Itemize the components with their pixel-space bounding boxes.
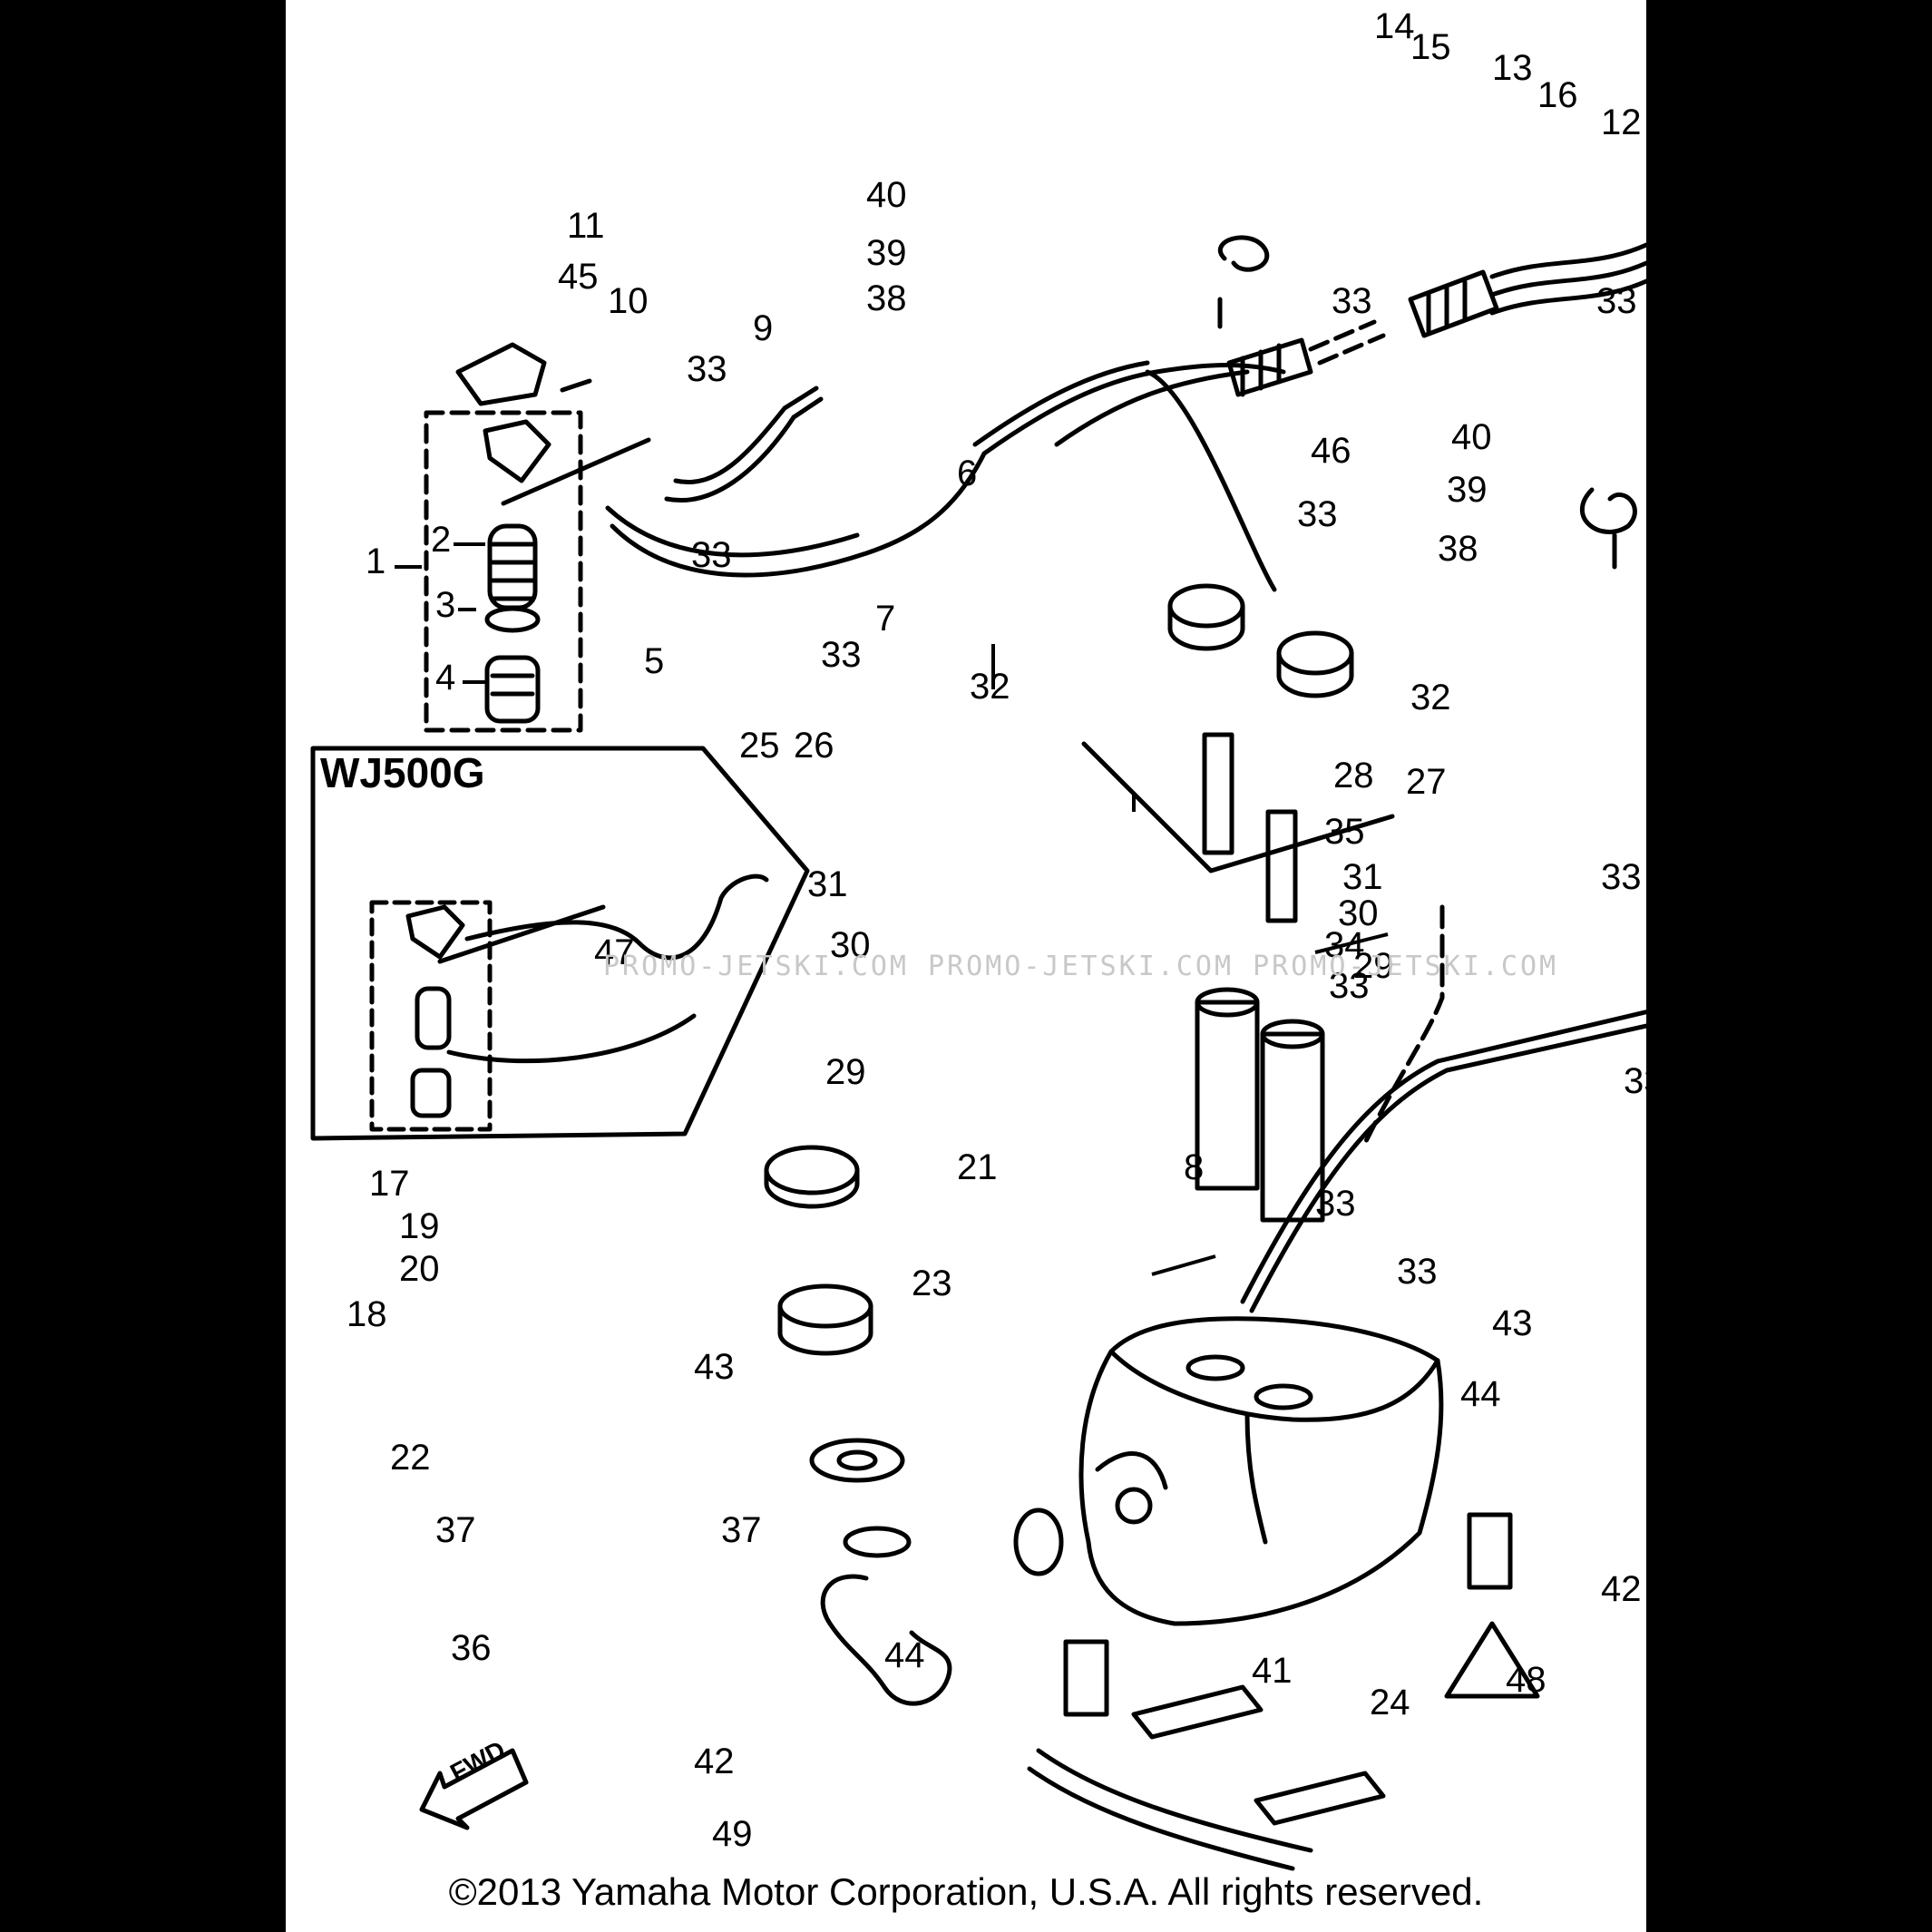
copyright-notice: ©2013 Yamaha Motor Corporation, U.S.A. A… <box>448 1870 1484 1913</box>
callout-25: 25 <box>739 726 780 766</box>
callout-34: 34 <box>1324 925 1365 965</box>
callout-43: 43 <box>1492 1303 1533 1343</box>
callout-26: 26 <box>794 726 834 766</box>
callout-31: 31 <box>1342 857 1383 897</box>
callout-33: 33 <box>1297 494 1338 534</box>
callout-44: 44 <box>1460 1374 1501 1414</box>
callout-29: 29 <box>1353 946 1394 986</box>
callout-39: 39 <box>866 233 907 273</box>
callout-15: 15 <box>1410 27 1451 67</box>
callout-40: 40 <box>866 175 907 215</box>
callout-32: 32 <box>970 667 1010 707</box>
callout-9: 9 <box>753 308 773 348</box>
callout-37: 37 <box>721 1510 762 1550</box>
callout-33: 33 <box>687 349 727 389</box>
callout-33: 33 <box>1596 281 1637 321</box>
callout-37: 37 <box>435 1510 476 1550</box>
callout-35: 35 <box>1324 812 1365 852</box>
callout-46: 46 <box>1311 431 1351 471</box>
callout-14: 14 <box>1374 6 1415 46</box>
callout-36: 36 <box>451 1628 492 1668</box>
callout-39: 39 <box>1447 470 1488 510</box>
callout-33: 33 <box>1624 1061 1646 1101</box>
callout-33: 33 <box>1332 281 1372 321</box>
callout-2: 2 <box>431 520 451 560</box>
fuel-filter-box <box>424 410 583 733</box>
callout-40: 40 <box>1451 417 1492 457</box>
callout-23: 23 <box>912 1264 952 1303</box>
callout-7: 7 <box>875 599 895 639</box>
callout-11: 11 <box>567 206 605 246</box>
callout-41: 41 <box>1252 1651 1293 1691</box>
callout-33: 33 <box>1397 1252 1438 1292</box>
callout-49: 49 <box>712 1814 753 1854</box>
callout-29: 29 <box>825 1052 866 1092</box>
wj500g-inset-frame <box>310 746 810 1141</box>
callout-13: 13 <box>1492 48 1533 88</box>
callout-32: 32 <box>1410 678 1451 717</box>
callout-33: 33 <box>1315 1184 1356 1224</box>
callout-38: 38 <box>866 278 907 318</box>
callout-5: 5 <box>644 641 664 681</box>
callout-8: 8 <box>1184 1147 1204 1187</box>
callout-22: 22 <box>390 1438 431 1478</box>
watermark-text: PROMO-JETSKI.COM PROMO-JETSKI.COM PROMO-… <box>603 951 1558 982</box>
callout-45: 45 <box>558 257 599 297</box>
callout-24: 24 <box>1370 1683 1410 1722</box>
callout-12: 12 <box>1601 102 1642 142</box>
variant-label: WJ500G <box>320 749 485 796</box>
callout-33: 33 <box>1601 857 1642 897</box>
callout-43: 43 <box>694 1347 735 1387</box>
callout-3: 3 <box>435 585 455 625</box>
callout-42: 42 <box>694 1742 735 1781</box>
callout-33: 33 <box>691 535 732 575</box>
callout-18: 18 <box>346 1294 387 1334</box>
callout-21: 21 <box>957 1147 998 1187</box>
callout-30: 30 <box>830 925 871 965</box>
callout-6: 6 <box>957 454 977 493</box>
callout-48: 48 <box>1506 1660 1547 1700</box>
callout-1: 1 <box>366 542 385 581</box>
callout-47: 47 <box>594 932 635 972</box>
callout-16: 16 <box>1537 75 1578 115</box>
callout-17: 17 <box>369 1164 410 1204</box>
callout-4: 4 <box>435 658 455 698</box>
callout-33: 33 <box>821 635 862 675</box>
callout-20: 20 <box>399 1249 440 1289</box>
callout-31: 31 <box>807 864 848 904</box>
callout-27: 27 <box>1406 762 1447 802</box>
fwd-label: FWD <box>445 1735 510 1787</box>
callout-38: 38 <box>1438 529 1478 569</box>
callout-42: 42 <box>1601 1569 1642 1609</box>
callout-33: 33 <box>1329 966 1370 1006</box>
callout-28: 28 <box>1333 756 1374 795</box>
callout-30: 30 <box>1338 893 1379 933</box>
callout-19: 19 <box>399 1206 440 1246</box>
callout-44: 44 <box>884 1635 925 1675</box>
callout-10: 10 <box>608 281 649 321</box>
